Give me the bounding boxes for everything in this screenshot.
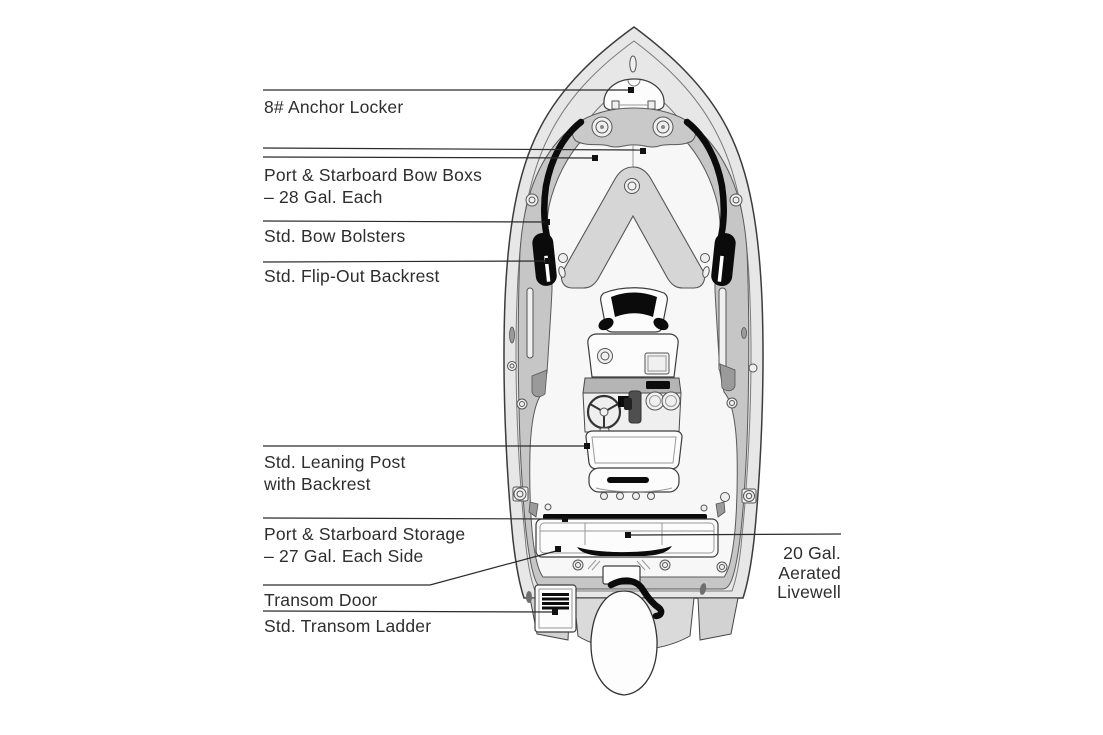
leaning-post-foot [647, 492, 655, 500]
leaning-post [585, 430, 683, 500]
callout-label-transom-door: Transom Door [264, 590, 378, 610]
deck-fitting [700, 504, 708, 512]
callout-dot-leaning-post [584, 443, 590, 449]
callout-dot-transom-ladder [552, 609, 558, 615]
callout-dot-flip-out-backrest [545, 258, 551, 264]
callout-label-anchor-locker: 8# Anchor Locker [264, 97, 404, 117]
callout-label-leaning-post: Std. Leaning Post with Backrest [264, 452, 406, 494]
gunwale-wedge-starboard [719, 363, 736, 392]
callout-dot-storage [562, 516, 568, 522]
callout-line-bow-box-port [262, 156, 593, 159]
bow-area [532, 107, 736, 289]
livewell-lip [577, 546, 672, 556]
callout-line-storage [262, 517, 563, 520]
seat-grab-strip [607, 477, 649, 483]
deck-fitting [544, 503, 552, 511]
wheel-hub [599, 407, 609, 417]
transom-bracket-starboard [697, 597, 739, 641]
backrest-hinge-port [558, 253, 568, 263]
throttle-knob [624, 398, 632, 410]
callout-dot-bow-box-port [592, 155, 598, 161]
callout-line-bow-box-starboard [262, 147, 642, 151]
deck-fittings [507, 193, 758, 573]
gauge-left [645, 391, 665, 411]
callout-label-bow-boxes: Port & Starboard Bow Boxs – 28 Gal. Each [264, 165, 483, 207]
anchor-locker-hinge-right [647, 100, 656, 110]
transom-area [512, 486, 757, 696]
callout-dot-livewell [625, 532, 631, 538]
callout-label-bow-bolsters: Std. Bow Bolsters [264, 226, 406, 246]
callout-dot-bow-box-starboard [640, 148, 646, 154]
flip-out-backrest-starboard [711, 233, 736, 287]
callout-line-flip-out-backrest [262, 260, 546, 263]
bow-bolster-starboard [683, 118, 727, 245]
callout-dot-transom-door [555, 546, 561, 552]
bow-bolster-port [541, 118, 585, 245]
callout-label-storage: Port & Starboard Storage – 27 Gal. Each … [264, 524, 466, 566]
gauge-right [661, 391, 681, 411]
callout-dot-bow-bolsters [544, 219, 550, 225]
callout-line-bow-bolsters [262, 220, 545, 223]
backrest-hinge-starboard [700, 253, 710, 263]
backrest-catch-starboard [702, 266, 710, 278]
gunwale-details [509, 287, 747, 398]
console-grip-port [598, 317, 614, 331]
callout-line-transom-ladder [262, 610, 553, 613]
callout-label-transom-ladder: Std. Transom Ladder [264, 616, 432, 636]
callout-line-livewell [630, 533, 842, 536]
windshield [611, 292, 657, 317]
grab-rail-starboard [718, 287, 727, 373]
callout-label-flip-out-backrest: Std. Flip-Out Backrest [264, 266, 440, 286]
callout-label-livewell: 20 Gal. Aerated Livewell [777, 543, 841, 602]
deck-fitting [748, 363, 758, 373]
gunwale-wedge-port [531, 369, 548, 398]
drain-fitting-port [526, 591, 532, 603]
leaning-post-backrest [585, 430, 683, 470]
chartplotter-screen [644, 352, 670, 375]
hull-inner-lip [515, 40, 752, 592]
leaning-post-foot [632, 492, 640, 500]
transom-ladder [534, 584, 577, 633]
drain-fitting-starboard [699, 583, 707, 595]
rod-holder-starboard [741, 327, 747, 339]
callout-dot-anchor-locker [628, 87, 634, 93]
backrest-catch-port [558, 266, 566, 278]
anchor-locker-notch [627, 79, 641, 87]
grab-rail-port [526, 287, 534, 359]
splashwell-slats [587, 559, 651, 571]
leaning-post-foot [616, 492, 624, 500]
rod-holder-port [509, 326, 515, 344]
anchor-locker [603, 55, 665, 111]
console-grip-starboard [653, 317, 669, 331]
ignition-panel [618, 396, 629, 407]
deck-fitting [720, 492, 730, 502]
leaning-post-foot [600, 492, 608, 500]
corner-bracket-port [528, 501, 539, 518]
bow-nav-light [629, 55, 637, 73]
storage-top-strip [543, 514, 707, 520]
anchor-locker-hinge-left [611, 100, 620, 110]
outboard-engine [590, 590, 658, 696]
corner-bracket-starboard [715, 501, 726, 518]
rigging-hose [607, 577, 665, 620]
callout-line-transom-door [263, 550, 557, 586]
switch-panel [646, 381, 670, 389]
callout-lines [262, 87, 842, 615]
chevron-latch-inner [627, 181, 637, 191]
